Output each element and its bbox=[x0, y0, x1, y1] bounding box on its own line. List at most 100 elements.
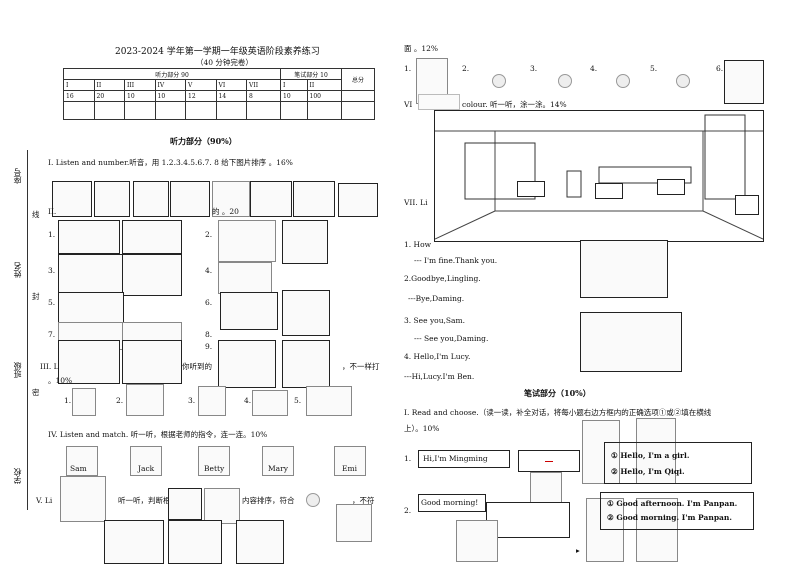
colour-box[interactable] bbox=[657, 179, 685, 195]
question-3-instruction-start: III. L bbox=[40, 362, 59, 371]
score-table: 听力部分 90 笔试部分 10 总分 I II III IV V VI VII … bbox=[63, 68, 375, 120]
q5-picture-boy bbox=[236, 520, 284, 564]
question-4-instruction: IV. Listen and match. 听一听，根据老师的指令，连一连。10… bbox=[48, 430, 268, 439]
colour-box[interactable] bbox=[735, 195, 759, 215]
smile-face-icon bbox=[616, 74, 630, 88]
score-entry-cell[interactable] bbox=[215, 101, 247, 120]
q2-number: 3. bbox=[48, 266, 56, 275]
q2-picture-monkey bbox=[218, 262, 272, 294]
question-1-instruction: I. Listen and number.听音，用 1.2.3.4.5.6.7.… bbox=[48, 158, 293, 167]
item-2-options-box: ① Good afternoon. I'm Panpan. ② Good mor… bbox=[600, 492, 754, 530]
item-1-bubble-text: Hi,I'm Mingming bbox=[423, 454, 488, 463]
q2-picture-bird bbox=[218, 220, 276, 262]
question-3-instruction-end: ，不一样打 bbox=[342, 362, 380, 371]
writing-q1-instruction: I. Read and choose.（读一读，补全对话，将每小题右边方框内的正… bbox=[404, 408, 712, 417]
q4-name: Emi bbox=[342, 464, 357, 473]
q2-picture-1 bbox=[58, 220, 120, 254]
q1-picture-boy bbox=[133, 181, 169, 217]
smile-face-icon bbox=[558, 74, 572, 88]
seal-text-3: 密 bbox=[32, 388, 40, 397]
dialogue-picture-2 bbox=[580, 312, 682, 372]
question-6-instruction: colour. 听一听，涂一涂。14% bbox=[462, 100, 567, 109]
q6-number: 5. bbox=[650, 64, 658, 73]
points-cell: 10 bbox=[280, 90, 308, 102]
score-entry-cell[interactable] bbox=[63, 101, 95, 120]
q5-picture-person bbox=[60, 476, 106, 522]
score-entry-cell[interactable] bbox=[93, 101, 125, 120]
q2-number: 1. bbox=[48, 230, 56, 239]
score-entry-cell[interactable] bbox=[154, 101, 186, 120]
question-5-instruction-end: 内容排序，符合 bbox=[242, 496, 295, 505]
q4-picture-child-3 bbox=[198, 446, 230, 476]
q1-picture-girl bbox=[94, 181, 130, 217]
item-1-options-box: ① Hello, I'm a girl. ② Hello, I'm Qiqi. bbox=[604, 442, 752, 484]
item-2-answer-bubble[interactable] bbox=[486, 502, 570, 538]
q2-number: 4. bbox=[205, 266, 213, 275]
col-header: VII bbox=[246, 79, 281, 91]
page-title: 2023-2024 学年第一学期一年级英语阶段素养练习 bbox=[115, 47, 320, 57]
q2-picture-2 bbox=[122, 220, 182, 254]
seal-text-2: 封 bbox=[32, 292, 40, 301]
colour-box[interactable] bbox=[595, 183, 623, 199]
question-2-instruction-start: II. bbox=[48, 207, 57, 216]
smile-face-icon bbox=[676, 74, 690, 88]
id-label: 座号 bbox=[13, 168, 22, 184]
score-entry-cell[interactable] bbox=[124, 101, 156, 120]
question-3-instruction-mid: 你听到的 bbox=[182, 362, 212, 371]
q4-picture-child-5 bbox=[334, 446, 366, 476]
colour-box[interactable] bbox=[517, 181, 545, 197]
name-label: 姓名 bbox=[13, 262, 22, 278]
item-2-speech-bubble: Good morning! bbox=[418, 494, 486, 512]
item-2-number: 2. bbox=[404, 506, 412, 515]
item-1-answer-bubble[interactable] bbox=[518, 450, 580, 472]
q4-name: Betty bbox=[204, 464, 225, 473]
item-2-picture-girl bbox=[586, 498, 624, 562]
q2-picture-car-2 bbox=[122, 340, 182, 384]
item-2-option-2: ② Good morning. I'm Panpan. bbox=[607, 513, 732, 522]
q2-picture-desk bbox=[220, 292, 278, 330]
class-label: 班级 bbox=[13, 362, 22, 378]
q3-number: 3. bbox=[188, 396, 196, 405]
score-entry-cell[interactable] bbox=[341, 101, 375, 120]
question-5-instruction-end2: ，不符 bbox=[352, 496, 375, 505]
item-1-picture-girl bbox=[582, 420, 620, 484]
q2-number: 5. bbox=[48, 298, 56, 307]
writing-part-header: 笔试部分 10 bbox=[280, 68, 342, 80]
listening-heading: 听力部分（90%） bbox=[170, 136, 237, 146]
question-6-label: VI bbox=[404, 100, 413, 109]
q6-number: 2. bbox=[462, 64, 470, 73]
col-header: IV bbox=[154, 79, 186, 91]
q2-picture-panda bbox=[282, 220, 328, 264]
dialogue-2-line-a: 2.Goodbye,Lingling. bbox=[404, 274, 481, 283]
col-header: III bbox=[124, 79, 156, 91]
q5-picture-chair bbox=[204, 488, 240, 524]
q4-picture-child-4 bbox=[262, 446, 294, 476]
q5-picture-box bbox=[168, 488, 202, 520]
score-entry-cell[interactable] bbox=[246, 101, 281, 120]
dialogue-1-line-b: --- I'm fine.Thank you. bbox=[414, 256, 498, 265]
q1-picture-dog bbox=[250, 181, 292, 217]
item-2-picture-kids bbox=[456, 520, 498, 562]
q6-number: 6. bbox=[716, 64, 724, 73]
answer-blank-line bbox=[545, 461, 553, 462]
question-7-label: VII. Li bbox=[404, 198, 428, 207]
col-header: V bbox=[185, 79, 217, 91]
dialogue-picture-1 bbox=[580, 240, 668, 298]
binding-line bbox=[27, 150, 28, 510]
points-cell: 10 bbox=[124, 90, 156, 102]
score-entry-cell[interactable] bbox=[185, 101, 217, 120]
score-entry-cell[interactable] bbox=[280, 101, 308, 120]
col-header: II bbox=[306, 79, 342, 91]
q2-number: 2. bbox=[205, 230, 213, 239]
points-cell: 12 bbox=[185, 90, 217, 102]
q1-picture-panda bbox=[293, 181, 335, 217]
q5-picture-room bbox=[104, 520, 164, 564]
q3-picture-dog bbox=[198, 386, 226, 416]
page-subtitle: （40 分钟完卷） bbox=[196, 58, 253, 67]
score-entry-cell[interactable] bbox=[306, 101, 342, 120]
points-cell: 14 bbox=[215, 90, 247, 102]
q5-picture-desk bbox=[336, 504, 372, 542]
bullet-marker: ▸ bbox=[576, 546, 580, 555]
q1-picture-kids bbox=[52, 181, 92, 217]
q6-number: 1. bbox=[404, 64, 412, 73]
